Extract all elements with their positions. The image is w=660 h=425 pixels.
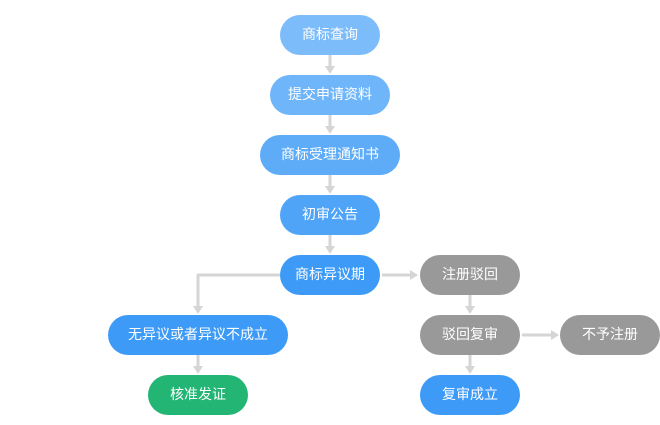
node-no-objection: 无异议或者异议不成立 bbox=[108, 315, 288, 355]
arrow-query-to-submit bbox=[325, 55, 335, 74]
arrow-reject-to-review bbox=[465, 295, 475, 314]
node-trademark-query: 商标查询 bbox=[280, 15, 380, 55]
node-acceptance-notice: 商标受理通知书 bbox=[260, 135, 400, 175]
node-approve-certificate: 核准发证 bbox=[148, 375, 248, 415]
arrow-review-to-refuse bbox=[522, 330, 559, 340]
arrow-objection-to-reject bbox=[382, 270, 418, 280]
node-rejection-review: 驳回复审 bbox=[420, 315, 520, 355]
node-review-established: 复审成立 bbox=[420, 375, 520, 415]
arrow-objection-to-no-objection bbox=[193, 273, 280, 314]
node-preliminary-announcement: 初审公告 bbox=[280, 195, 380, 235]
arrow-review-to-review-ok bbox=[465, 355, 475, 374]
arrow-no-objection-to-approve bbox=[193, 355, 203, 374]
arrow-submit-to-notice bbox=[325, 115, 335, 134]
node-not-registered: 不予注册 bbox=[560, 315, 660, 355]
node-objection-period: 商标异议期 bbox=[280, 255, 380, 295]
arrow-announce-to-objection bbox=[325, 235, 335, 254]
node-registration-rejected: 注册驳回 bbox=[420, 255, 520, 295]
arrow-notice-to-announce bbox=[325, 175, 335, 194]
node-submit-materials: 提交申请资料 bbox=[270, 75, 390, 115]
